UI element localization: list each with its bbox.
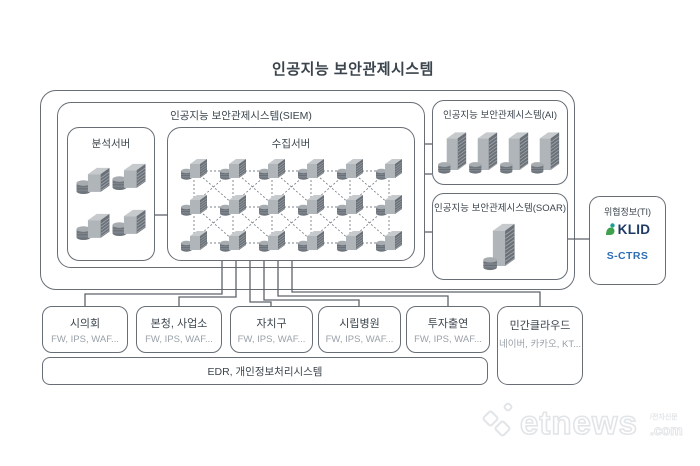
threat-intel-box [589,196,666,285]
edr-label: EDR, 개인정보처리시스템 [207,365,323,378]
agency-name: 자치구 [256,318,287,330]
klid-icon [605,223,615,235]
etnews-tagline: /전자신문 [650,414,678,421]
threat-intel-label: 위협정보(TI) [603,207,652,217]
soar-server-icon [482,223,516,271]
analysis-server-box [67,127,155,261]
agency-systems: FW, IPS, WAF... [237,334,306,345]
agency-box-investment: 투자출연 FW, IPS, WAF... [406,306,490,353]
etnews-watermark: etnews /전자신문 .com [478,396,698,448]
agency-name: 본청, 사업소 [150,318,208,330]
etnews-logo-icon [502,401,514,413]
agency-systems: FW, IPS, WAF... [414,334,482,345]
siem-label: 인공지능 보안관제시스템(SIEM) [170,110,312,122]
edr-bar: EDR, 개인정보처리시스템 [42,357,488,385]
etnews-domain-suffix: .com [650,422,684,439]
agency-box-hospital: 시립병원 FW, IPS, WAF... [318,306,401,353]
sctrs-label: S-CTRS [606,250,649,262]
ai-server-icons [437,131,560,175]
private-cloud-box: 민간클라우드 네이버, 카카오, KT... [497,306,583,385]
collection-server-mesh [180,158,403,253]
agency-box-council: 시의회 FW, IPS, WAF... [42,306,128,353]
agency-name: 시립병원 [339,318,380,330]
agency-box-hq: 본청, 사업소 FW, IPS, WAF... [136,306,222,353]
private-cloud-providers: 네이버, 카카오, KT... [498,339,581,350]
analysis-server-icons [75,163,147,241]
private-cloud-name: 민간클라우드 [509,320,571,332]
agency-systems: FW, IPS, WAF... [325,334,394,345]
analysis-server-label: 분석서버 [91,138,131,150]
soar-system-label: 인공지능 보안관제시스템(SOAR) [433,203,567,214]
etnews-wordmark: etnews [519,403,638,442]
collection-server-box [167,127,415,261]
agency-systems: FW, IPS, WAF... [51,334,119,345]
agency-systems: FW, IPS, WAF... [145,334,213,345]
agency-name: 시의회 [69,318,101,330]
page-title: 인공지능 보안관제시스템 [272,61,434,78]
collection-server-label: 수집서버 [271,138,311,150]
ai-system-label: 인공지능 보안관제시스템(AI) [442,110,558,121]
klid-wordmark: KLID [617,222,651,237]
agency-box-district: 자치구 FW, IPS, WAF... [230,306,313,353]
klid-logo: KLID [589,222,666,237]
agency-name: 투자출연 [427,318,469,330]
